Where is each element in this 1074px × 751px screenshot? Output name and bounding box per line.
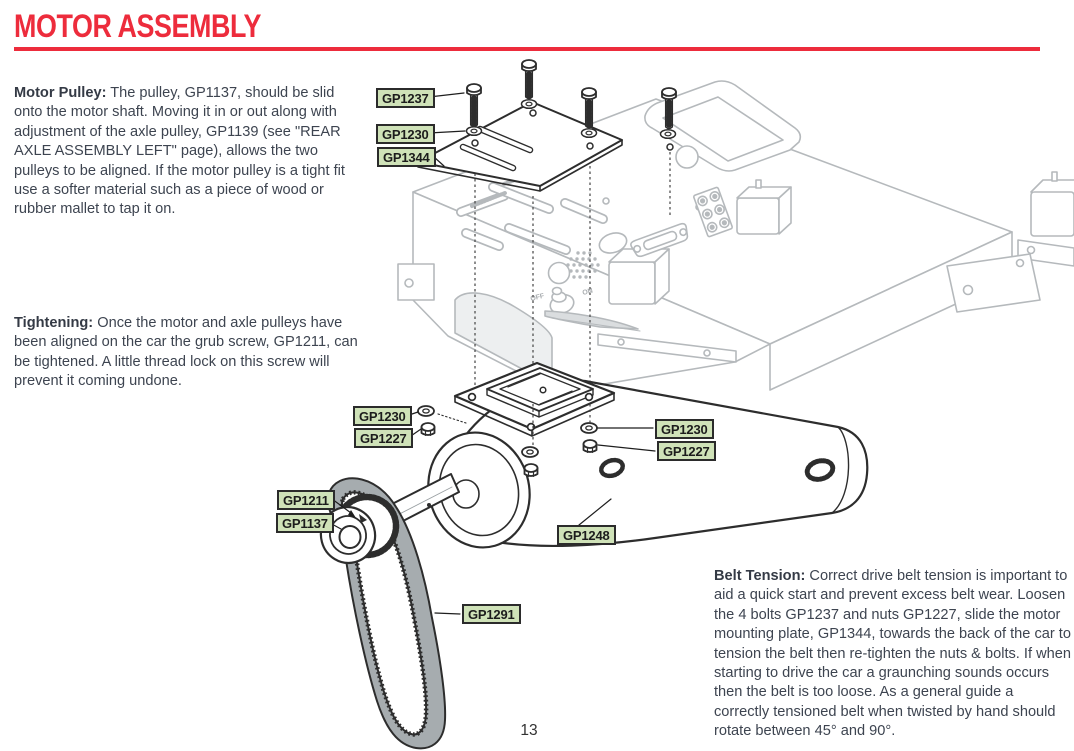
mounting-bolts-illustration xyxy=(465,59,677,140)
relay-illustration xyxy=(608,240,670,305)
grub-screw-icon xyxy=(359,514,367,523)
label-leader-lines xyxy=(329,92,656,615)
page-title: MOTOR ASSEMBLY xyxy=(14,8,262,44)
part-label-gp1344: GP1344 xyxy=(377,147,436,167)
paragraph-motor-pulley: Motor Pulley: The pulley, GP1137, should… xyxy=(14,84,358,220)
power-switch-illustration: OFF ON xyxy=(530,286,641,332)
part-label-gp1230-right: GP1230 xyxy=(655,419,714,439)
motor-bracket-illustration xyxy=(453,361,616,437)
part-label-gp1230-top: GP1230 xyxy=(376,124,435,144)
relay-illustration xyxy=(1017,171,1074,267)
vent-perforations xyxy=(566,251,600,279)
alignment-dashed-lines xyxy=(474,152,671,392)
page-number: 13 xyxy=(520,722,538,739)
paragraph-belt-tension: Belt Tension: Correct drive belt tension… xyxy=(714,567,1071,742)
part-label-gp1211: GP1211 xyxy=(277,490,335,510)
paragraph-lead: Belt Tension: xyxy=(714,568,806,584)
socket-block-illustration xyxy=(693,186,733,238)
motor-pulley-illustration xyxy=(319,493,400,565)
paragraph-body: The pulley, GP1137, should be slid onto … xyxy=(14,85,345,218)
part-label-gp1291: GP1291 xyxy=(462,604,521,624)
switch-on-text: ON xyxy=(582,288,594,297)
dsub-connector-illustration xyxy=(630,222,689,258)
part-label-gp1237: GP1237 xyxy=(376,88,435,108)
paragraph-lead: Motor Pulley: xyxy=(14,85,107,101)
paragraph-lead: Tightening: xyxy=(14,315,94,331)
relay-illustration xyxy=(736,179,792,235)
part-label-gp1227-left: GP1227 xyxy=(354,428,413,448)
washer-nut-illustration xyxy=(417,405,598,478)
paragraph-tightening: Tightening: Once the motor and axle pull… xyxy=(14,314,358,392)
part-label-gp1248: GP1248 xyxy=(557,525,616,545)
switch-off-text: OFF xyxy=(530,293,546,303)
part-label-gp1227-right: GP1227 xyxy=(657,441,716,461)
mounting-plate-illustration xyxy=(417,101,674,192)
title-underline xyxy=(14,47,1040,51)
paragraph-body: Once the motor and axle pulleys have bee… xyxy=(14,315,358,390)
part-label-gp1137: GP1137 xyxy=(276,513,334,533)
part-label-gp1230-left: GP1230 xyxy=(353,406,412,426)
alignment-dashed-lines-lower xyxy=(532,404,591,446)
paragraph-body: Correct drive belt tension is important … xyxy=(714,568,1071,740)
